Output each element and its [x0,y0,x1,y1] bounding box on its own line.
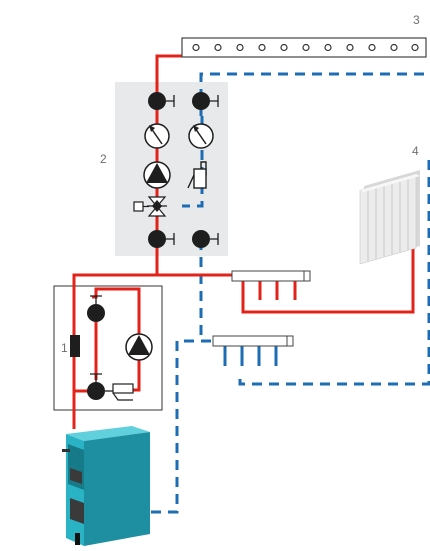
callout-4-label: 4 [412,144,419,158]
return-pipe-pump-bypass [182,116,204,208]
panel-radiator-icon [359,170,420,265]
manifold-outlets-red [258,281,297,300]
collector-bar [181,37,427,58]
check-valve-icon [112,383,134,401]
pump-group-panel [115,82,228,256]
supply-pipe-boiler [72,273,157,429]
return-pipes [146,72,430,514]
callout-1-label: 1 [61,341,68,355]
callout-2-label: 2 [100,152,107,166]
manifold-outlets-blue [223,346,278,366]
solid-fuel-boiler-icon [62,426,150,546]
supply-manifold [231,270,311,282]
safety-group-components [70,295,153,401]
shut-off-valve-icon [148,230,166,248]
mixing-valve-icon [133,196,167,217]
shut-off-valve-icon [87,382,105,400]
shut-off-valve-icon [192,92,210,110]
supply-pipes [72,54,415,429]
return-pipe-boiler [146,339,211,514]
supply-pipe-safety-loop [92,287,141,392]
shut-off-valve-icon [87,304,105,322]
return-pipe-top [199,72,430,116]
supply-pipe-radiator [241,244,415,314]
pump-group-components [133,92,219,248]
return-manifold [212,335,294,347]
collector-ports [192,43,419,52]
thermal-valve-icon [70,335,80,357]
callout-3-label: 3 [413,13,420,27]
return-pipe-radiator [238,160,430,386]
shut-off-valve-icon [192,230,210,248]
shut-off-valve-icon [148,92,166,110]
